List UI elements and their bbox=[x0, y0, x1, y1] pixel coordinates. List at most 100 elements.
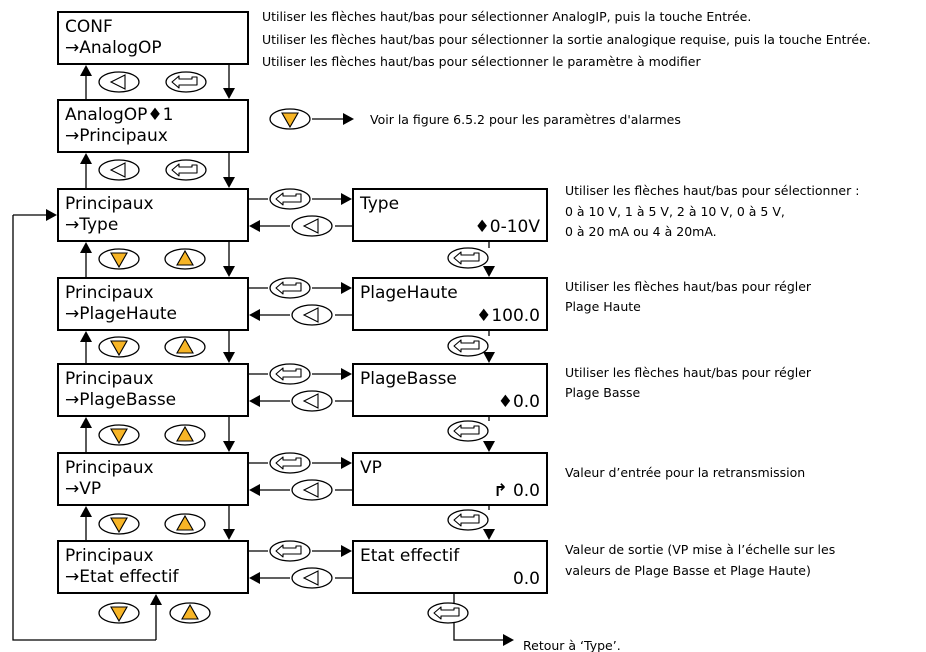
arrow-down-head bbox=[223, 529, 235, 540]
updown-icon: ♦ bbox=[497, 392, 513, 412]
arrow-down-head bbox=[483, 352, 495, 363]
back-key-icon bbox=[291, 390, 333, 412]
menu-line1: CONF bbox=[65, 17, 113, 37]
arrow-up-head bbox=[80, 242, 92, 253]
param-box-type: Type ♦0-10V bbox=[352, 188, 548, 242]
up-key-icon bbox=[169, 602, 211, 624]
up-symbol bbox=[176, 249, 194, 266]
menu-box-type: Principaux →Type bbox=[57, 188, 249, 242]
param-value: ♦100.0 bbox=[476, 306, 540, 326]
enter-key-icon bbox=[447, 420, 489, 442]
menu-line1: Principaux bbox=[65, 546, 154, 566]
down-key-icon bbox=[98, 424, 140, 446]
note-type-3: 0 à 20 mA ou 4 à 20mA. bbox=[565, 224, 717, 239]
back-symbol bbox=[302, 570, 319, 586]
arrow-down-head bbox=[223, 352, 235, 363]
enter-symbol bbox=[453, 339, 480, 353]
arrow-right-head bbox=[341, 457, 352, 469]
up-symbol bbox=[176, 337, 194, 354]
menu-line1: AnalogOP♦1 bbox=[65, 105, 174, 125]
back-key-icon bbox=[98, 159, 140, 181]
note-plagehaute-1: Utiliser les flèches haut/bas pour régle… bbox=[565, 279, 812, 294]
arrow-down-head bbox=[223, 177, 235, 188]
back-key-icon bbox=[98, 71, 140, 93]
down-symbol bbox=[110, 517, 128, 534]
menu-box-plagehaute: Principaux →PlageHaute bbox=[57, 277, 249, 331]
back-key-icon bbox=[291, 304, 333, 326]
enter-key-icon bbox=[269, 188, 311, 210]
arrow-right-head bbox=[341, 545, 352, 557]
note-alarms: Voir la figure 6.5.2 pour les paramètres… bbox=[370, 112, 681, 127]
arrow-up-head bbox=[80, 417, 92, 428]
up-key-icon bbox=[164, 336, 206, 358]
loop-back-line bbox=[12, 215, 156, 641]
arrow-right-head bbox=[341, 193, 352, 205]
up-symbol bbox=[176, 425, 194, 442]
enter-symbol bbox=[275, 456, 302, 470]
param-value: ↱ 0.0 bbox=[493, 481, 540, 501]
menu-line2: →PlageHaute bbox=[65, 304, 177, 324]
down-symbol bbox=[110, 252, 128, 269]
enter-symbol bbox=[275, 192, 302, 206]
note-etat-1: Valeur de sortie (VP mise à l’échelle su… bbox=[565, 542, 836, 557]
down-symbol bbox=[110, 428, 128, 445]
arrow-up-head bbox=[80, 331, 92, 342]
return-line bbox=[453, 623, 500, 641]
arrow-down-head bbox=[223, 266, 235, 277]
param-box-plagebasse: PlageBasse ♦0.0 bbox=[352, 363, 548, 417]
back-symbol bbox=[109, 162, 126, 178]
enter-key-icon bbox=[427, 602, 469, 624]
enter-symbol bbox=[275, 367, 302, 381]
down-symbol bbox=[110, 606, 128, 623]
arrow-right-head bbox=[343, 113, 354, 125]
arrow-right-head bbox=[341, 368, 352, 380]
note-plagebasse-1: Utiliser les flèches haut/bas pour régle… bbox=[565, 365, 812, 380]
down-key-icon bbox=[98, 513, 140, 535]
menu-line1: Principaux bbox=[65, 283, 154, 303]
enter-key-icon bbox=[447, 247, 489, 269]
arrow-right-head bbox=[46, 209, 57, 221]
enter-symbol bbox=[433, 606, 460, 620]
enter-key-icon bbox=[269, 363, 311, 385]
arrow-left-head bbox=[249, 484, 260, 496]
arrow-left-head bbox=[249, 220, 260, 232]
arrow-left-head bbox=[249, 309, 260, 321]
enter-key-icon bbox=[165, 71, 207, 93]
param-value: 0.0 bbox=[512, 569, 540, 589]
back-symbol bbox=[302, 307, 319, 323]
up-symbol bbox=[176, 514, 194, 531]
arrow-down-head bbox=[223, 441, 235, 452]
menu-line2: →PlageBasse bbox=[65, 390, 177, 410]
menu-line2: →Etat effectif bbox=[65, 567, 179, 587]
menu-box-vp: Principaux →VP bbox=[57, 452, 249, 506]
arrow-up-head bbox=[80, 153, 92, 164]
param-box-vp: VP ↱ 0.0 bbox=[352, 452, 548, 506]
menu-line1: Principaux bbox=[65, 194, 154, 214]
down-key-icon bbox=[269, 108, 311, 130]
note-top-2: Utiliser les flèches haut/bas pour sélec… bbox=[262, 32, 871, 47]
menu-line1: Principaux bbox=[65, 458, 154, 478]
param-value: ♦0-10V bbox=[474, 217, 540, 237]
param-name: PlageHaute bbox=[360, 283, 458, 303]
menu-line2: →VP bbox=[65, 479, 102, 499]
note-type-2: 0 à 10 V, 1 à 5 V, 2 à 10 V, 0 à 5 V, bbox=[565, 204, 785, 219]
back-symbol bbox=[302, 218, 319, 234]
back-symbol bbox=[302, 482, 319, 498]
back-key-icon bbox=[291, 567, 333, 589]
enter-symbol bbox=[171, 163, 198, 177]
arrow-left-head bbox=[249, 572, 260, 584]
arrow-down-head bbox=[223, 88, 235, 99]
arrow-right-head bbox=[503, 634, 514, 646]
enter-key-icon bbox=[269, 452, 311, 474]
enter-key-icon bbox=[447, 509, 489, 531]
param-name: VP bbox=[360, 458, 382, 478]
param-name: PlageBasse bbox=[360, 369, 457, 389]
enter-key-icon bbox=[447, 335, 489, 357]
enter-symbol bbox=[453, 513, 480, 527]
enter-key-icon bbox=[165, 159, 207, 181]
arrow-right-head bbox=[341, 282, 352, 294]
note-plagebasse-2: Plage Basse bbox=[565, 385, 641, 400]
up-key-icon bbox=[164, 248, 206, 270]
menu-box-plagebasse: Principaux →PlageBasse bbox=[57, 363, 249, 417]
